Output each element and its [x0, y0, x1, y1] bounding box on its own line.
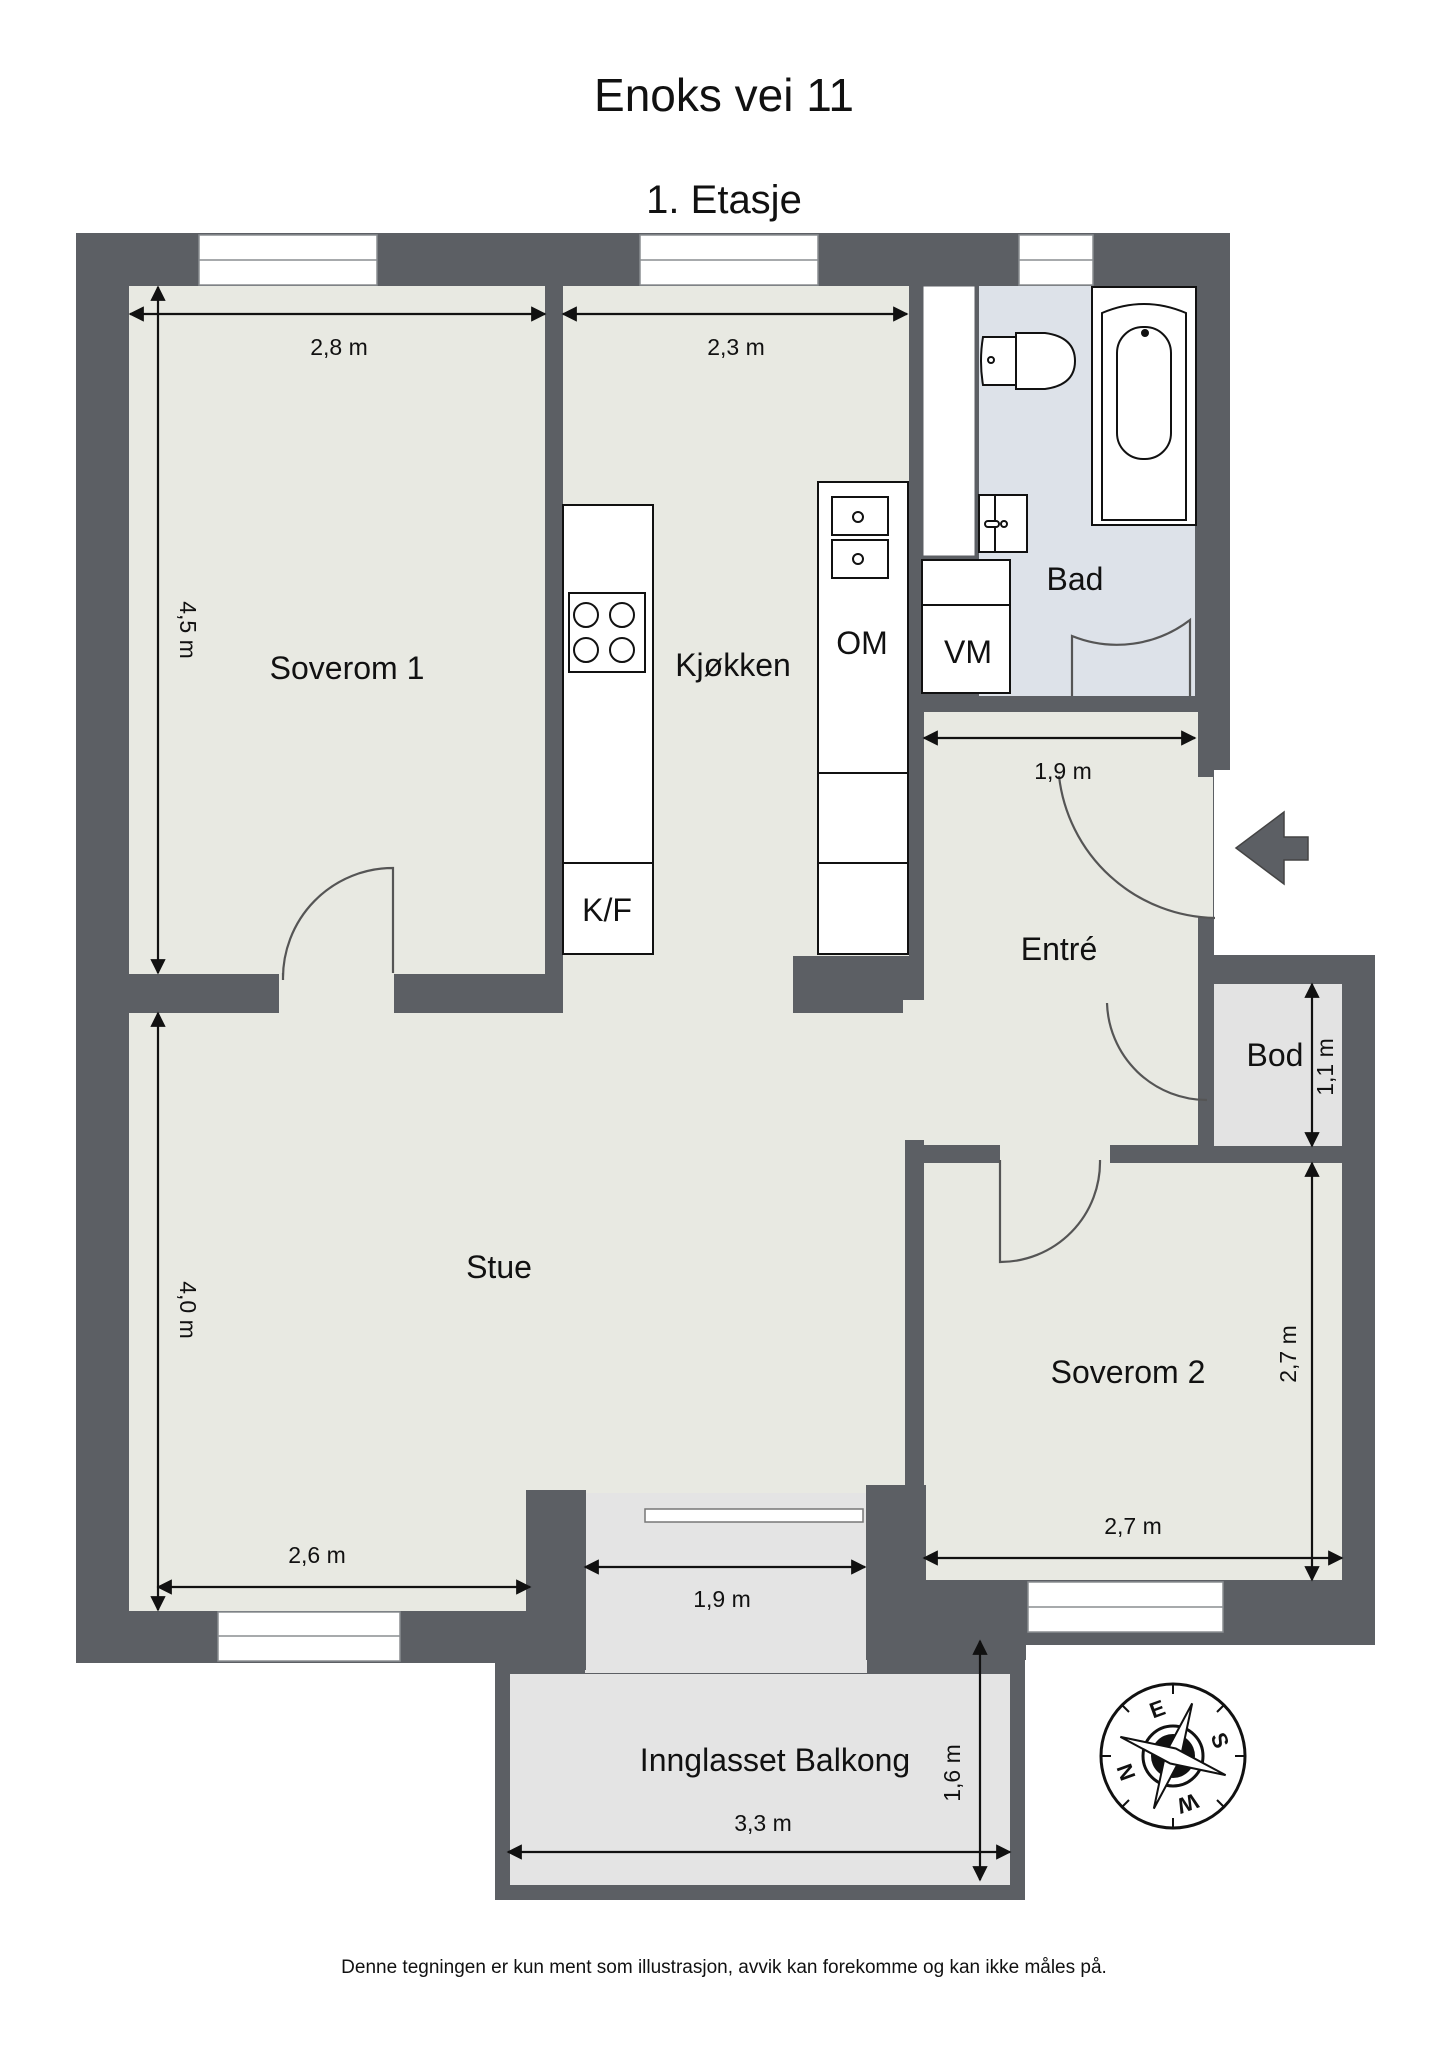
dim-bod-length: 1,1 m: [1312, 1038, 1338, 1096]
sink: [978, 494, 1028, 553]
dim-entre-width: 1,9 m: [1034, 758, 1092, 784]
fixture-label-om: OM: [836, 625, 888, 661]
dim-soverom-1-width: 2,8 m: [310, 334, 368, 360]
dimension-lines: [128, 285, 1344, 1882]
windows: [198, 234, 1224, 1662]
door-bod: [1105, 1002, 1208, 1102]
room-label-entre: Entré: [1021, 931, 1097, 967]
doors: [281, 617, 1216, 1264]
dim-stue-width: 2,6 m: [288, 1542, 346, 1568]
room-label-soverom-1: Soverom 1: [270, 650, 425, 686]
dim-soverom-1-length: 4,5 m: [175, 601, 201, 659]
room-label-bad: Bad: [1047, 561, 1104, 597]
dim-balkong-length: 1,6 m: [939, 1744, 965, 1802]
dim-balkong-opening: 1,9 m: [693, 1586, 751, 1612]
dim-kjokken-width: 2,3 m: [707, 334, 765, 360]
room-soverom-1-floor: [129, 286, 545, 974]
fixture-label-kf: K/F: [582, 892, 632, 928]
dim-soverom-2-width: 2,7 m: [1104, 1513, 1162, 1539]
compass-icon: E S W N: [1099, 1682, 1247, 1830]
room-label-bod: Bod: [1247, 1037, 1304, 1073]
dim-stue-length: 4,0 m: [175, 1281, 201, 1339]
room-label-soverom-2: Soverom 2: [1051, 1354, 1206, 1390]
page-title: Enoks vei 11: [594, 69, 854, 121]
toilet: [980, 332, 1077, 390]
kitchen-counter-left: [562, 504, 654, 955]
room-label-balkong: Innglasset Balkong: [640, 1742, 910, 1778]
sliding-door: [644, 1508, 864, 1523]
door-entrance: [1057, 775, 1216, 920]
room-soverom-2-floor: [924, 1140, 1342, 1580]
door-soverom-1: [281, 866, 395, 981]
room-bod-floor: [1214, 984, 1342, 1146]
dim-soverom-2-length: 2,7 m: [1275, 1325, 1301, 1383]
disclaimer: Denne tegningen er kun ment som illustra…: [341, 1957, 1107, 1978]
dim-balkong-width: 3,3 m: [734, 1810, 792, 1836]
door-soverom-2: [998, 1159, 1102, 1264]
room-label-kjokken: Kjøkken: [675, 647, 791, 683]
fixture-label-vm: VM: [944, 634, 992, 670]
washing-machine: [921, 559, 1011, 694]
entrance-arrow-icon: [1234, 810, 1309, 886]
room-label-stue: Stue: [466, 1249, 532, 1285]
floor-title: 1. Etasje: [646, 178, 802, 222]
bathtub: [1091, 286, 1197, 526]
kitchen-counter-right: [817, 481, 909, 955]
door-bad: [1070, 617, 1192, 696]
